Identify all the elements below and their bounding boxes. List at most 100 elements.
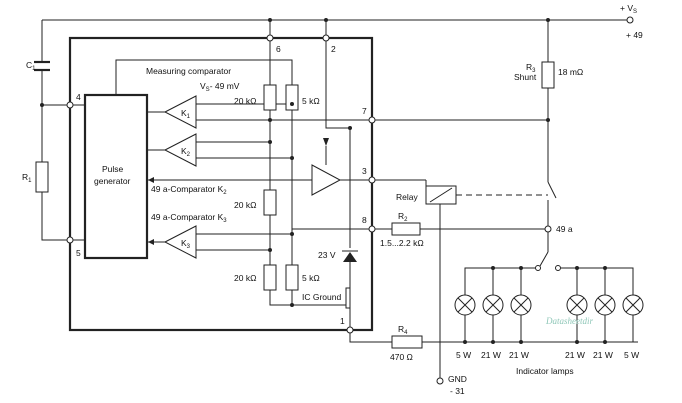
pin6-label: 6 xyxy=(276,44,281,54)
res-20k-1 xyxy=(263,84,277,111)
res-5k-2 xyxy=(285,264,299,291)
lamp-3-label: 21 W xyxy=(509,350,529,360)
pin8-label: 8 xyxy=(362,215,367,225)
r2-value: 1.5...2.2 kΩ xyxy=(380,238,424,248)
comparator-k2-label: 49 a-Comparator K2 xyxy=(151,184,227,196)
j-lamp-b2 xyxy=(491,340,495,344)
j-lamp-b3 xyxy=(519,340,523,344)
indicator-lamps-label: Indicator lamps xyxy=(516,366,574,376)
j-lamp-b1 xyxy=(463,340,467,344)
k3-label: K3 xyxy=(181,238,191,250)
relay-switch-blade xyxy=(547,181,557,199)
gnd-label-2: - 31 xyxy=(450,386,465,396)
lamp-5-label: 21 W xyxy=(593,350,613,360)
j-bus-r2 xyxy=(603,266,607,270)
r3-shunt xyxy=(541,61,555,89)
pin-49a-node xyxy=(544,225,552,233)
pin1-label: 1 xyxy=(340,316,345,326)
pulse-generator-label-2: generator xyxy=(94,176,131,186)
k1-label: K1 xyxy=(181,108,191,120)
lamp-switch-left xyxy=(535,265,541,271)
j-z xyxy=(348,126,352,130)
lamp-bus-left-taps xyxy=(492,268,522,295)
arrow-k3 xyxy=(148,239,154,245)
r1-label: R1 xyxy=(22,172,32,184)
ic-boundary xyxy=(68,36,374,332)
pin2-label: 2 xyxy=(331,44,336,54)
j-5d xyxy=(290,303,294,307)
j-6d xyxy=(268,248,272,252)
k2-in-wire xyxy=(196,141,292,159)
vs-top-value: + 49 xyxy=(626,30,643,40)
lamp-switch-blade xyxy=(539,251,549,267)
lamp-6-label: 5 W xyxy=(624,350,639,360)
pin1-wire xyxy=(349,308,638,343)
pin6-wire xyxy=(269,20,346,306)
amp-arrow xyxy=(323,138,329,146)
comparator-k3-label: 49 a-Comparator K3 xyxy=(151,212,227,224)
lamp-1-label: 5 W xyxy=(456,350,471,360)
pin6-node xyxy=(266,34,274,42)
lamp-bus-left xyxy=(464,267,536,295)
pulse-generator-label-1: Pulse xyxy=(102,164,124,174)
amplifier xyxy=(311,164,342,196)
res-20k-2-label: 20 kΩ xyxy=(234,200,256,210)
vs-ref-label: VS- 49 mV xyxy=(200,81,240,93)
c1-label: C1 xyxy=(26,60,36,72)
res-20k-3 xyxy=(263,264,277,291)
lamp-bus-right xyxy=(561,267,634,295)
r2-label: R2 xyxy=(398,211,408,223)
relay-diag xyxy=(429,187,453,203)
lamp-bus-right-taps xyxy=(576,268,606,295)
lamp-4-label: 21 W xyxy=(565,350,585,360)
lamp-3 xyxy=(510,294,532,342)
gnd-label-1: GND xyxy=(448,374,467,384)
r4-resistor xyxy=(391,335,423,349)
comparator-k2 xyxy=(163,133,197,167)
k1-in-wire xyxy=(196,103,292,121)
res-20k-1-label: 20 kΩ xyxy=(234,96,256,106)
r4-label: R4 xyxy=(398,324,408,336)
lamp-4 xyxy=(566,294,588,342)
j-bus-l1 xyxy=(491,266,495,270)
lamp-2-label: 21 W xyxy=(481,350,501,360)
j-r3b xyxy=(546,118,550,122)
pin5-label: 5 xyxy=(76,248,81,258)
measuring-comparator-label: Measuring comparator xyxy=(146,66,231,76)
r1-resistor xyxy=(35,161,49,193)
ic-ground-bar xyxy=(345,287,351,309)
lamp-2 xyxy=(482,294,504,342)
pin8-node xyxy=(368,225,376,233)
res-5k-2-label: 5 kΩ xyxy=(302,273,320,283)
j-lamp-b4 xyxy=(575,340,579,344)
shunt-label: Shunt xyxy=(514,72,537,82)
r3-label: R3 xyxy=(526,62,536,74)
zener-diode xyxy=(343,252,357,262)
j-bus-r1 xyxy=(575,266,579,270)
res-20k-2 xyxy=(263,189,277,216)
k3-in-wire xyxy=(196,233,292,251)
vs-top-label: + VS xyxy=(620,3,637,15)
j-5a xyxy=(290,102,294,106)
pin-49a-label: 49 a xyxy=(556,224,573,234)
j-5b xyxy=(290,156,294,160)
j-bus-l2 xyxy=(519,266,523,270)
pin3-node xyxy=(368,176,376,184)
pin3-label: 3 xyxy=(362,166,367,176)
measuring-ref-wire xyxy=(115,59,293,95)
j-lamp-b5 xyxy=(603,340,607,344)
pin7-label: 7 xyxy=(362,106,367,116)
relay-ground-wire xyxy=(425,180,441,378)
lamp-6 xyxy=(622,294,644,342)
lamp-1 xyxy=(454,294,476,342)
comparator-k1 xyxy=(163,95,197,129)
j-5c xyxy=(290,232,294,236)
lamp-5 xyxy=(594,294,616,342)
pin7-node xyxy=(368,116,376,124)
res-5k-1 xyxy=(285,84,299,111)
relay-label: Relay xyxy=(396,192,418,202)
ic-ground-label: IC Ground xyxy=(302,292,341,302)
gnd-node xyxy=(436,377,444,385)
comparator-k3 xyxy=(163,225,197,259)
